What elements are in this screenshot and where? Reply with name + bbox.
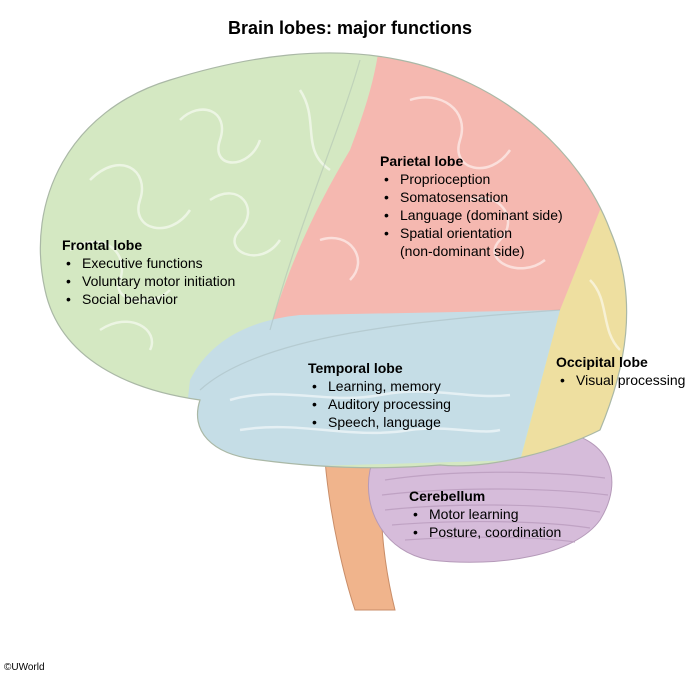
list-item: Social behavior bbox=[62, 290, 235, 308]
occipital-lobe-name: Occipital lobe bbox=[556, 354, 648, 370]
list-item: Somatosensation bbox=[380, 188, 563, 206]
copyright-notice: ©UWorld bbox=[4, 662, 45, 673]
temporal-lobe-label: Temporal lobe Learning, memory Auditory … bbox=[308, 359, 451, 431]
occipital-lobe-label: Occipital lobe Visual processing bbox=[556, 353, 685, 389]
list-item: Learning, memory bbox=[308, 377, 451, 395]
temporal-lobe-functions: Learning, memory Auditory processing Spe… bbox=[308, 377, 451, 431]
frontal-lobe-label: Frontal lobe Executive functions Volunta… bbox=[62, 236, 235, 308]
list-item: Motor learning bbox=[409, 505, 561, 523]
page-title: Brain lobes: major functions bbox=[227, 18, 473, 38]
list-item: Auditory processing bbox=[308, 395, 451, 413]
list-item: Language (dominant side) bbox=[380, 206, 563, 224]
list-item: Visual processing bbox=[556, 371, 685, 389]
cerebellum-functions: Motor learning Posture, coordination bbox=[409, 505, 561, 541]
occipital-lobe-functions: Visual processing bbox=[556, 371, 685, 389]
list-item: Executive functions bbox=[62, 254, 235, 272]
list-item-continuation: (non-dominant side) bbox=[400, 243, 525, 259]
parietal-lobe-functions: Proprioception Somatosensation Language … bbox=[380, 170, 563, 260]
parietal-lobe-label: Parietal lobe Proprioception Somatosensa… bbox=[380, 152, 563, 260]
occipital-region bbox=[510, 200, 627, 468]
list-item: Voluntary motor initiation bbox=[62, 272, 235, 290]
list-item: Proprioception bbox=[380, 170, 563, 188]
cerebellum-label: Cerebellum Motor learning Posture, coord… bbox=[409, 487, 561, 541]
list-item: Posture, coordination bbox=[409, 523, 561, 541]
frontal-lobe-name: Frontal lobe bbox=[62, 237, 143, 253]
temporal-lobe-name: Temporal lobe bbox=[308, 360, 403, 376]
list-item: Speech, language bbox=[308, 413, 451, 431]
list-item: Spatial orientation bbox=[380, 224, 563, 242]
frontal-lobe-functions: Executive functions Voluntary motor init… bbox=[62, 254, 235, 308]
parietal-lobe-name: Parietal lobe bbox=[380, 153, 464, 169]
cerebellum-name: Cerebellum bbox=[409, 488, 486, 504]
